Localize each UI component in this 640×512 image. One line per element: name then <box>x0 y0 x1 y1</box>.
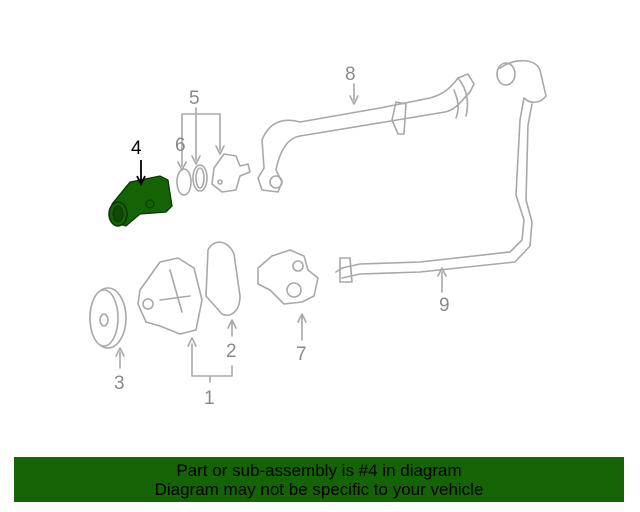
part-6-o-rings[interactable] <box>176 164 208 196</box>
label-4: 4 <box>131 138 142 159</box>
part-5-thermostat[interactable] <box>211 153 251 193</box>
label-6: 6 <box>175 135 186 156</box>
part-3-pulley[interactable] <box>89 287 127 349</box>
label-8: 8 <box>345 64 356 85</box>
label-9: 9 <box>439 295 450 316</box>
notice-banner: Part or sub-assembly is #4 in diagram Di… <box>14 457 624 502</box>
label-5: 5 <box>189 88 200 109</box>
banner-line-part: Part or sub-assembly is #4 in diagram <box>176 461 462 480</box>
label-3: 3 <box>114 373 125 394</box>
part-7-thermostat-housing[interactable] <box>257 249 319 305</box>
part-1-water-pump[interactable] <box>137 257 203 335</box>
part-2-gasket[interactable] <box>205 241 241 316</box>
part-8-upper-coolant-pipe[interactable] <box>257 73 475 193</box>
label-1: 1 <box>204 388 215 409</box>
leader-lines <box>115 83 447 383</box>
banner-line-disclaimer: Diagram may not be specific to your vehi… <box>154 480 484 499</box>
part-9-lower-coolant-pipe[interactable] <box>335 59 547 283</box>
label-7: 7 <box>296 344 307 365</box>
part-4-coolant-outlet-selected[interactable] <box>108 175 173 227</box>
label-2: 2 <box>226 341 237 362</box>
